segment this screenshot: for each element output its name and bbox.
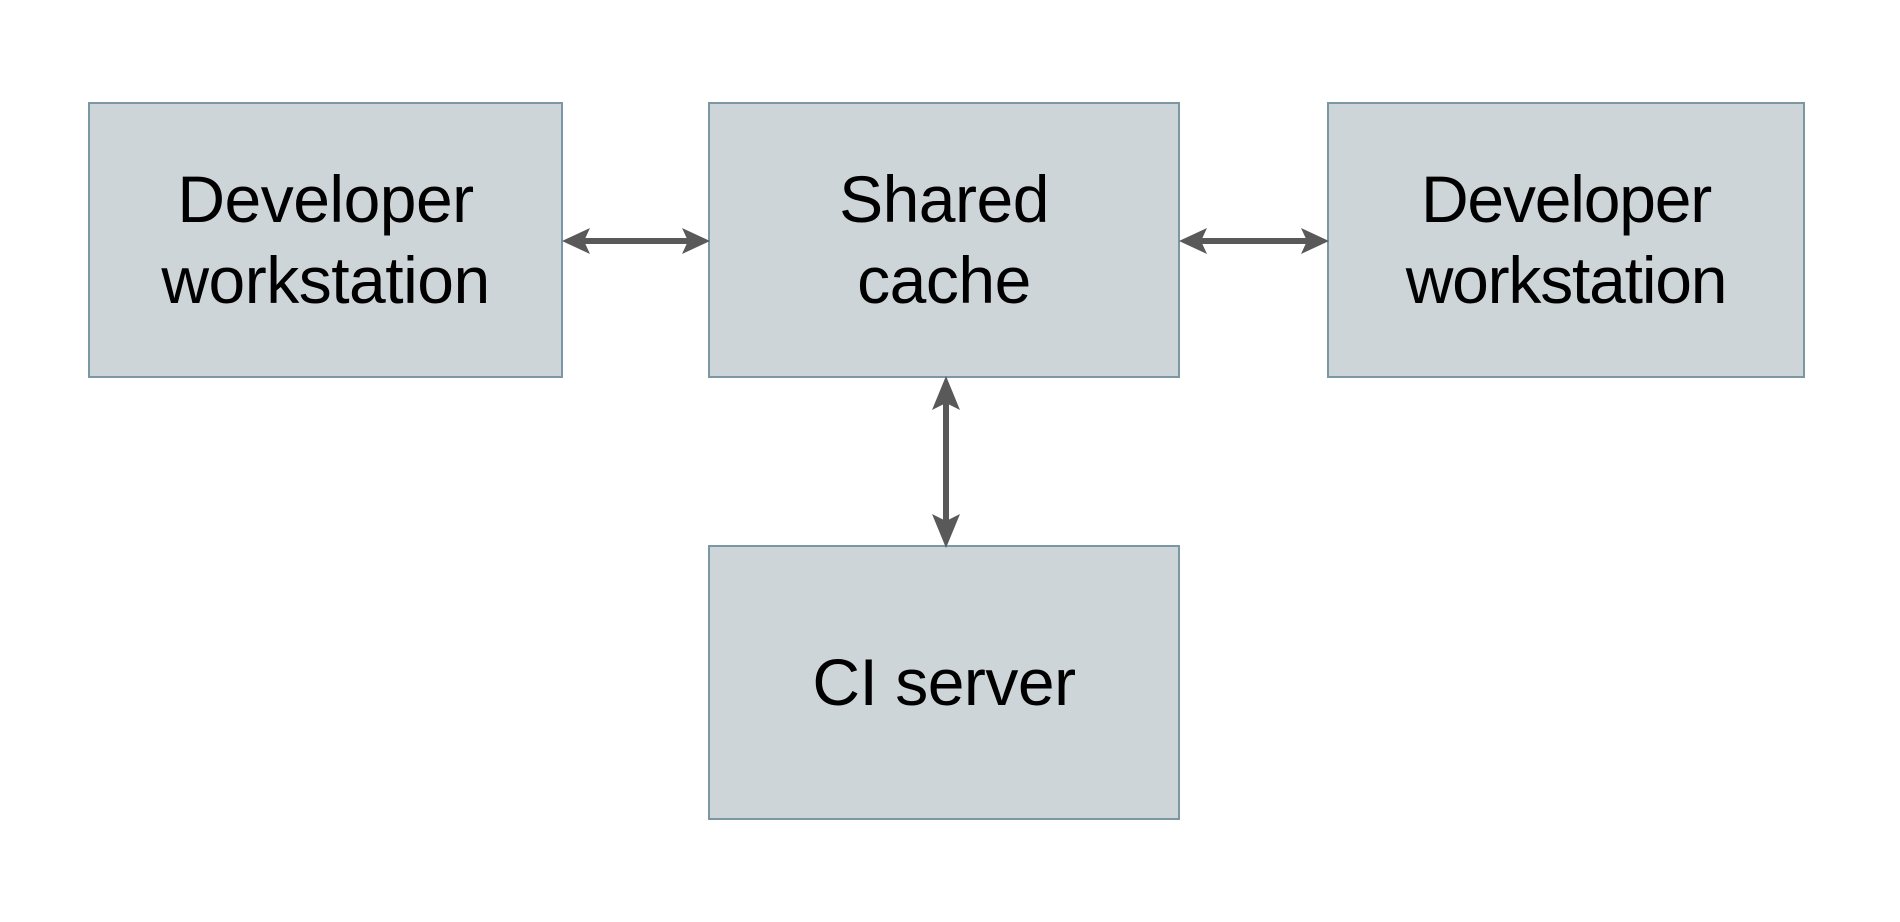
connector-shared-cache-to-right-workstation[interactable] xyxy=(1177,210,1331,272)
double-arrow-vertical-icon xyxy=(932,376,960,548)
node-label: CI server xyxy=(812,645,1076,720)
node-label: Shared cache xyxy=(839,162,1049,317)
connector-left-workstation-to-shared-cache[interactable] xyxy=(560,210,712,272)
node-label: Developer workstation xyxy=(1405,162,1728,317)
node-developer-workstation-left[interactable]: Developer workstation xyxy=(88,102,563,378)
node-developer-workstation-right[interactable]: Developer workstation xyxy=(1327,102,1805,378)
node-ci-server[interactable]: CI server xyxy=(708,545,1180,820)
node-label: Developer workstation xyxy=(161,162,490,317)
double-arrow-horizontal-icon xyxy=(562,228,710,254)
double-arrow-horizontal-icon xyxy=(1179,228,1329,254)
connector-ci-server-to-shared-cache[interactable] xyxy=(915,374,977,550)
node-shared-cache[interactable]: Shared cache xyxy=(708,102,1180,378)
